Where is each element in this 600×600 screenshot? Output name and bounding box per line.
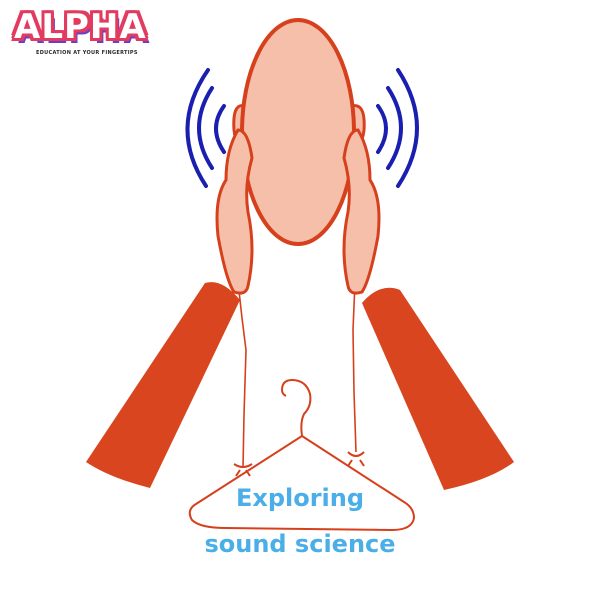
- head-icon: [232, 18, 366, 246]
- wave-left-1: [214, 104, 226, 154]
- wave-right-2: [386, 86, 403, 170]
- hanger-body: [188, 435, 415, 531]
- alpha-logo: ALPHA EDUCATION AT YOUR FINGERTIPS: [14, 8, 164, 62]
- wave-right-3: [396, 68, 419, 188]
- caption-line-2: sound science: [204, 530, 396, 558]
- arms-icon: [86, 282, 514, 490]
- strings: [237, 281, 357, 469]
- left-hand: [215, 128, 254, 295]
- wave-left-3: [185, 68, 210, 188]
- left-arm: [86, 282, 240, 488]
- face: [240, 18, 356, 246]
- wave-left-2: [197, 86, 214, 170]
- right-hand: [342, 128, 381, 295]
- hands-on-ears-icon: [215, 128, 381, 295]
- right-arm: [362, 287, 514, 490]
- coat-hanger-icon: [188, 379, 415, 531]
- logo-tagline: EDUCATION AT YOUR FINGERTIPS: [36, 50, 138, 56]
- logo-word: ALPHA: [14, 7, 147, 47]
- caption-line-1: Exploring: [235, 484, 365, 512]
- wave-right-1: [376, 104, 388, 154]
- hanger-hook: [281, 379, 312, 437]
- sound-wave-icon: [185, 68, 419, 188]
